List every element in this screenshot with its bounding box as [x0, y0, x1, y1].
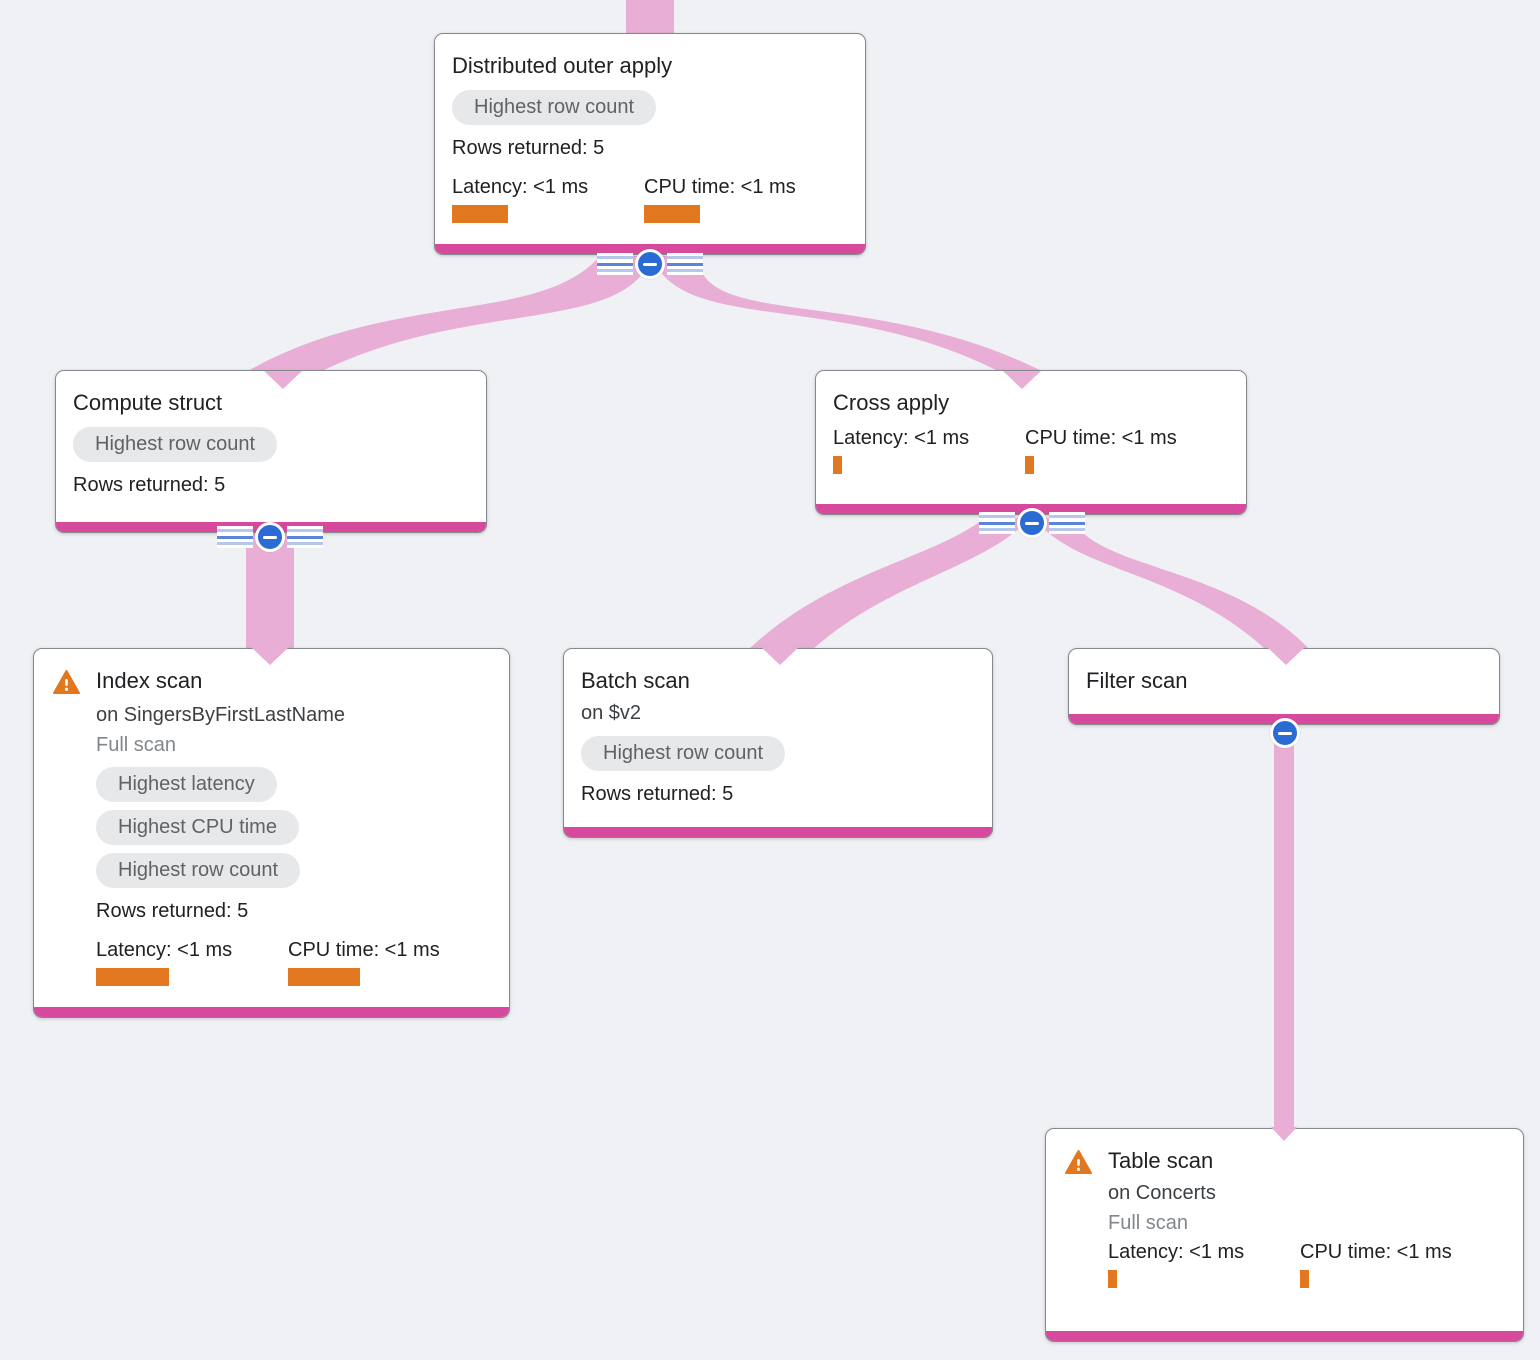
latency-metric: Latency: <1 ms	[452, 174, 644, 223]
node-accent-bar	[1046, 1331, 1523, 1341]
plan-node-distributed-outer-apply[interactable]: Distributed outer apply Highest row coun…	[434, 33, 866, 255]
cpu-metric: CPU time: <1 ms	[288, 937, 480, 986]
minus-icon	[1270, 718, 1300, 748]
latency-bar	[1108, 1270, 1117, 1288]
cpu-metric: CPU time: <1 ms	[1025, 425, 1217, 474]
node-title: Table scan	[1108, 1148, 1214, 1173]
edge-ribbon-root	[626, 0, 674, 35]
edge-ribbon-cross-filter	[1034, 518, 1310, 650]
badge-highest-row-count: Highest row count	[452, 90, 657, 125]
badge-highest-row-count: Highest row count	[73, 427, 278, 462]
edge-ribbon-filter-table	[1274, 723, 1294, 1130]
latency-metric: Latency: <1 ms	[833, 425, 1025, 474]
edge-rows-icon	[1049, 512, 1085, 534]
collapse-button-cross-apply[interactable]	[979, 508, 1085, 538]
minus-icon	[255, 522, 285, 552]
edge-rows-icon	[667, 253, 703, 275]
latency-label: Latency: <1 ms	[1108, 1241, 1245, 1263]
latency-bar	[96, 968, 169, 986]
edge-arrow-cross	[1003, 371, 1041, 389]
rows-returned-label: Rows returned: 5	[73, 474, 226, 496]
node-subtitle: on SingersByFirstLastName	[96, 704, 345, 726]
cpu-time-bar	[644, 205, 700, 223]
cpu-time-label: CPU time: <1 ms	[288, 939, 440, 961]
minus-icon	[635, 249, 665, 279]
edge-rows-icon	[217, 526, 253, 548]
cpu-time-bar	[1025, 456, 1034, 474]
cpu-time-label: CPU time: <1 ms	[1300, 1241, 1452, 1263]
metrics-row: Latency: <1 ms CPU time: <1 ms	[1108, 1239, 1506, 1288]
edge-arrow-index	[251, 647, 289, 665]
cpu-time-bar	[1300, 1270, 1309, 1288]
cpu-time-label: CPU time: <1 ms	[1025, 427, 1177, 449]
badge-highest-row-count: Highest row count	[581, 736, 786, 771]
cpu-metric: CPU time: <1 ms	[1300, 1239, 1492, 1288]
plan-node-index-scan[interactable]: Index scan on SingersByFirstLastName Ful…	[33, 648, 510, 1018]
latency-label: Latency: <1 ms	[833, 427, 970, 449]
edge-ribbon-compute-index	[246, 533, 294, 650]
plan-node-batch-scan[interactable]: Batch scan on $v2 Highest row count Rows…	[563, 648, 993, 838]
edge-arrow-batch	[761, 647, 799, 665]
edge-rows-icon	[597, 253, 633, 275]
node-title: Cross apply	[833, 390, 950, 415]
badge-highest-latency: Highest latency	[96, 767, 277, 802]
metrics-row: Latency: <1 ms CPU time: <1 ms	[96, 937, 492, 986]
latency-metric: Latency: <1 ms	[1108, 1239, 1300, 1288]
rows-returned-label: Rows returned: 5	[452, 137, 605, 159]
node-title: Filter scan	[1086, 668, 1188, 693]
collapse-button-distributed-outer-apply[interactable]	[597, 249, 703, 279]
node-title: Index scan	[96, 668, 203, 693]
collapse-button-filter-scan[interactable]	[1270, 718, 1300, 748]
node-accent-bar	[34, 1007, 509, 1017]
metrics-row: Latency: <1 ms CPU time: <1 ms	[833, 425, 1229, 474]
latency-bar	[452, 205, 508, 223]
edge-rows-icon	[287, 526, 323, 548]
node-title: Compute struct	[73, 390, 223, 415]
minus-icon	[1017, 508, 1047, 538]
rows-returned-label: Rows returned: 5	[581, 783, 734, 805]
edge-rows-icon	[979, 512, 1015, 534]
metrics-row: Latency: <1 ms CPU time: <1 ms	[452, 174, 848, 223]
badge-highest-cpu-time: Highest CPU time	[96, 810, 299, 845]
latency-label: Latency: <1 ms	[452, 176, 589, 198]
edge-arrow-table	[1271, 1127, 1297, 1141]
warning-icon	[53, 670, 80, 694]
scan-type-label: Full scan	[96, 734, 177, 756]
node-accent-bar	[564, 827, 992, 837]
edge-ribbon-doa-compute	[246, 256, 652, 372]
node-subtitle: on Concerts	[1108, 1182, 1216, 1204]
collapse-button-compute-struct[interactable]	[217, 522, 323, 552]
warning-icon	[1065, 1150, 1092, 1174]
node-subtitle: on $v2	[581, 702, 642, 724]
cpu-time-bar	[288, 968, 360, 986]
edge-arrow-compute	[264, 371, 302, 389]
latency-bar	[833, 456, 842, 474]
latency-label: Latency: <1 ms	[96, 939, 233, 961]
badge-highest-row-count: Highest row count	[96, 853, 301, 888]
rows-returned-label: Rows returned: 5	[96, 900, 249, 922]
edge-ribbon-doa-cross	[652, 256, 1044, 372]
node-title: Distributed outer apply	[452, 53, 673, 78]
latency-metric: Latency: <1 ms	[96, 937, 288, 986]
scan-type-label: Full scan	[1108, 1212, 1189, 1234]
plan-node-compute-struct[interactable]: Compute struct Highest row count Rows re…	[55, 370, 487, 533]
edge-ribbon-cross-batch	[748, 518, 1030, 650]
edge-arrow-filter	[1267, 647, 1305, 665]
plan-node-cross-apply[interactable]: Cross apply Latency: <1 ms CPU time: <1 …	[815, 370, 1247, 515]
badge-stack: Highest latency Highest CPU time Highest…	[96, 767, 492, 888]
cpu-metric: CPU time: <1 ms	[644, 174, 836, 223]
node-title: Batch scan	[581, 668, 690, 693]
cpu-time-label: CPU time: <1 ms	[644, 176, 796, 198]
